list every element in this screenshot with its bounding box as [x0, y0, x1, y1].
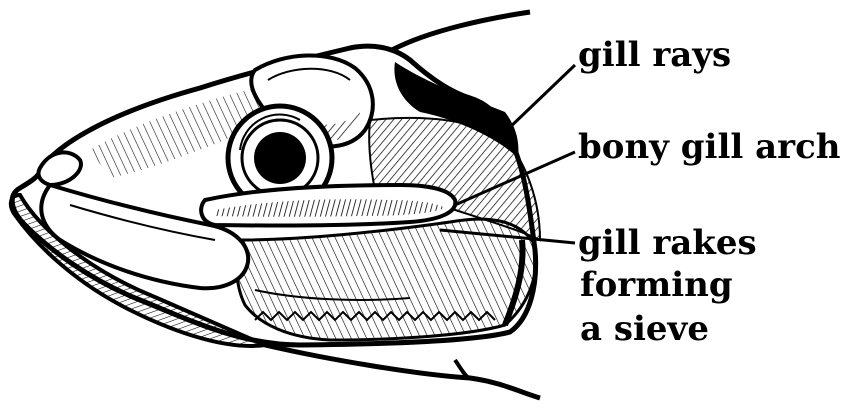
eye-pupil	[254, 132, 306, 184]
label-gill-rakes-line3: a sieve	[580, 312, 709, 346]
ventral-outline	[265, 345, 540, 398]
leader-gill-rays	[505, 65, 575, 132]
label-bony-gill-arch: bony gill arch	[578, 130, 841, 164]
dorsal-outline	[392, 12, 530, 50]
label-gill-rakes-line2: forming	[580, 268, 733, 302]
label-gill-rays: gill rays	[578, 38, 731, 72]
label-gill-rakes-line1: gill rakes	[578, 226, 757, 260]
